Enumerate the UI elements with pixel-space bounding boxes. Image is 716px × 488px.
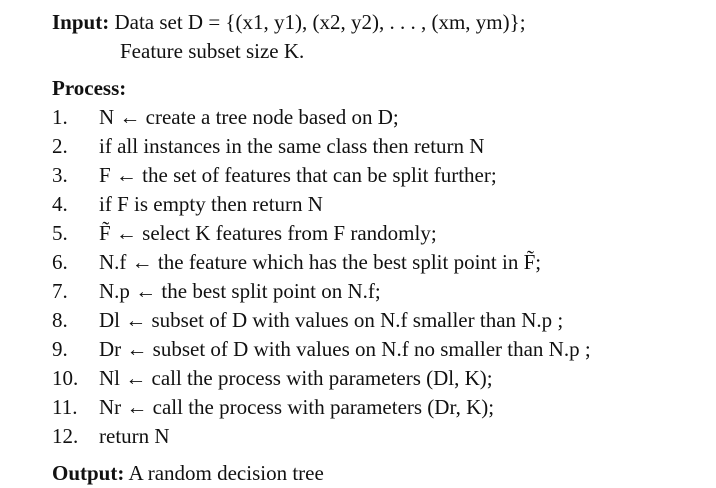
step-number: 1. (52, 105, 68, 129)
input-dataset: Data set D = {(x1, y1), (x2, y2), . . . … (114, 10, 526, 34)
step-number: 3. (52, 163, 68, 187)
step-1: 1. N ← create a tree node based on D; (52, 103, 702, 132)
step-number: 10. (52, 366, 79, 390)
step-12: 12. return N (52, 422, 702, 451)
step-9: 9. Dr ← subset of D with values on N.f n… (52, 335, 702, 364)
step-text: if all instances in the same class then … (99, 134, 485, 158)
output-text: A random decision tree (128, 461, 324, 485)
output-label: Output: (52, 461, 125, 485)
step-number: 7. (52, 279, 68, 303)
step-text: N.p ← the best split point on N.f; (99, 279, 381, 303)
step-number: 12. (52, 424, 79, 448)
step-7: 7. N.p ← the best split point on N.f; (52, 277, 702, 306)
step-text: F̃ ← select K features from F randomly; (99, 221, 437, 245)
step-number: 4. (52, 192, 68, 216)
output-line: Output: A random decision tree (52, 459, 702, 488)
input-line-2: Feature subset size K. (52, 37, 702, 66)
step-text: F ← the set of features that can be spli… (99, 163, 497, 187)
step-number: 6. (52, 250, 68, 274)
step-number: 5. (52, 221, 68, 245)
input-label: Input: (52, 10, 110, 34)
step-3: 3. F ← the set of features that can be s… (52, 161, 702, 190)
step-text: Nl ← call the process with parameters (D… (99, 366, 493, 390)
step-text: N ← create a tree node based on D; (99, 105, 399, 129)
algorithm-block: Input: Data set D = {(x1, y1), (x2, y2),… (52, 8, 702, 488)
step-text: if F is empty then return N (99, 192, 323, 216)
step-5: 5. F̃ ← select K features from F randoml… (52, 219, 702, 248)
process-heading: Process: (52, 74, 702, 103)
step-2: 2. if all instances in the same class th… (52, 132, 702, 161)
input-line: Input: Data set D = {(x1, y1), (x2, y2),… (52, 8, 702, 37)
step-number: 2. (52, 134, 68, 158)
input-feature-size: Feature subset size K. (120, 39, 305, 63)
step-number: 11. (52, 395, 78, 419)
step-number: 8. (52, 308, 68, 332)
step-number: 9. (52, 337, 68, 361)
step-text: Nr ← call the process with parameters (D… (99, 395, 495, 419)
step-text: Dr ← subset of D with values on N.f no s… (99, 337, 591, 361)
step-8: 8. Dl ← subset of D with values on N.f s… (52, 306, 702, 335)
step-text: N.f ← the feature which has the best spl… (99, 250, 542, 274)
step-4: 4. if F is empty then return N (52, 190, 702, 219)
step-10: 10. Nl ← call the process with parameter… (52, 364, 702, 393)
step-6: 6. N.f ← the feature which has the best … (52, 248, 702, 277)
process-label: Process: (52, 76, 127, 100)
step-text: Dl ← subset of D with values on N.f smal… (99, 308, 564, 332)
step-11: 11. Nr ← call the process with parameter… (52, 393, 702, 422)
step-text: return N (99, 424, 170, 448)
